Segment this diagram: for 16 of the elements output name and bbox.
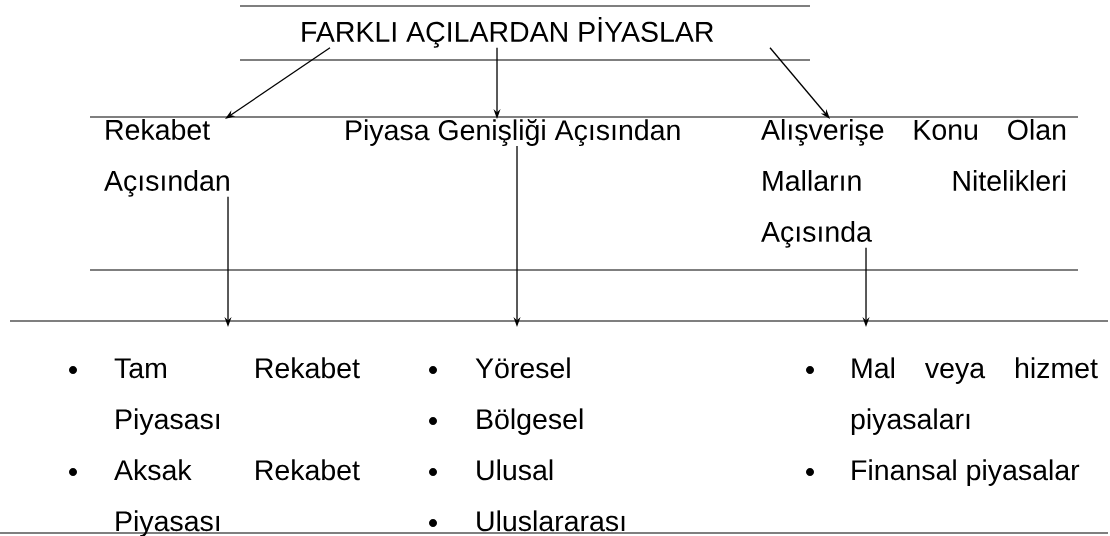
bullet-list: Yöresel Bölgesel Ulusal Uluslararası: [429, 357, 625, 532]
category-text: Piyasa Genişliği Açısından: [346, 119, 680, 147]
node-label: Tam Rekabet Piyasası: [114, 357, 360, 435]
bullet-list: Tam Rekabet Piyasası Aksak Rekabet Piyasası: [69, 357, 360, 536]
arrow: [769, 47, 830, 119]
category-text: Alışverişe Konu Olan Malların Nitelikleri Açısında: [761, 119, 1066, 248]
bullet-list: Mal veya hizmet piyasaları Finansal piyasalar: [806, 357, 1098, 486]
node-label: Aksak Rekabet Piyasası: [114, 459, 360, 536]
node-label: Finansal piyasalar: [852, 459, 1080, 486]
node-label: Bölgesel: [477, 408, 583, 435]
title-text: FARKLI AÇILARDAN PİYASLAR: [302, 17, 714, 48]
node-label: Uluslararası: [477, 510, 625, 532]
node-label: Yöresel: [475, 357, 570, 379]
category-text: Rekabet Açısından: [104, 119, 229, 197]
node-label: Mal veya hizmet piyasaları: [851, 357, 1098, 435]
node-label: Ulusal: [477, 459, 553, 481]
